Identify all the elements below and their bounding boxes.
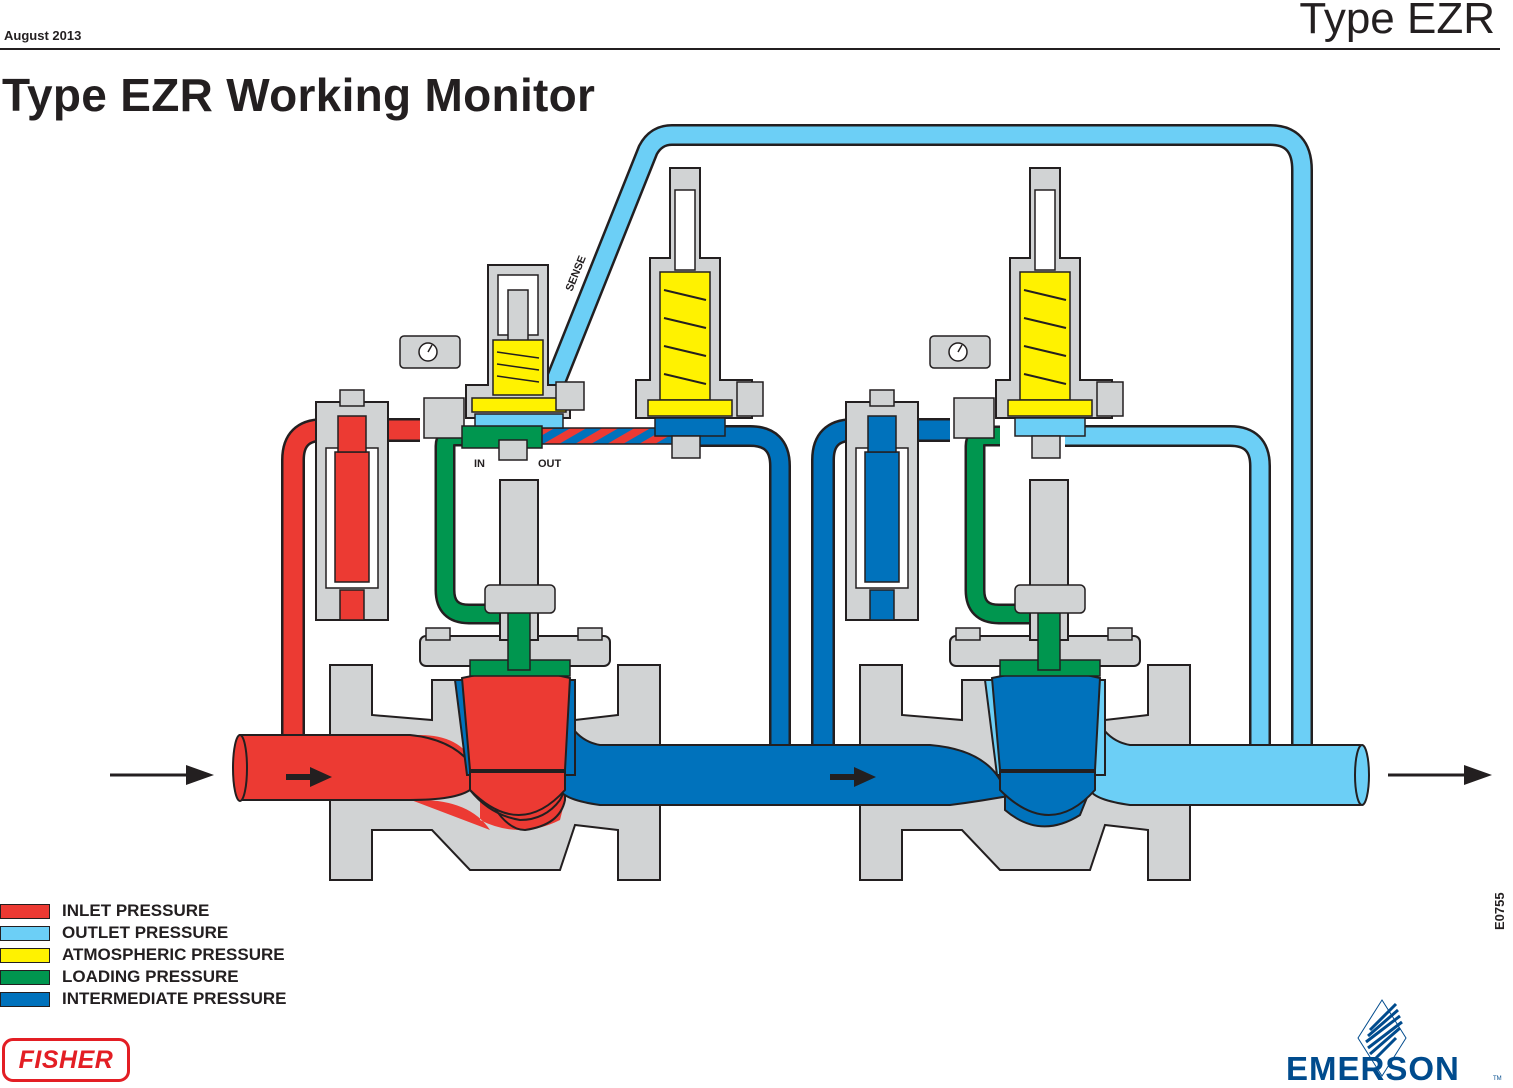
emerson-trademark: TM xyxy=(1493,1076,1502,1082)
restrictor-2 xyxy=(929,335,995,439)
legend-swatch xyxy=(0,903,50,919)
emerson-logo-text: EMERSON xyxy=(1286,1050,1460,1087)
header-rule xyxy=(0,48,1500,50)
filter-2 xyxy=(845,389,919,621)
outlet-pipe xyxy=(1089,699,1366,806)
figure-id: E0755 xyxy=(1492,892,1507,930)
fisher-logo: FISHER xyxy=(2,1038,130,1082)
legend-label: OUTLET PRESSURE xyxy=(62,923,229,942)
document-type: Type EZR xyxy=(1299,0,1495,43)
working-pilot-2 xyxy=(995,167,1124,459)
legend-item-intermediate: INTERMEDIATE PRESSURE xyxy=(0,988,287,1010)
filter-1 xyxy=(315,389,389,621)
intermediate-line-a xyxy=(690,425,791,745)
pressure-legend: INLET PRESSURE OUTLET PRESSURE ATMOSPHER… xyxy=(0,900,287,1010)
legend-label: INTERMEDIATE PRESSURE xyxy=(62,989,287,1008)
legend-label: LOADING PRESSURE xyxy=(62,967,239,986)
inner-flow-arrow-2 xyxy=(830,767,876,787)
main-valve-2 xyxy=(983,479,1106,816)
restrictor-1 xyxy=(399,335,465,439)
legend-swatch xyxy=(0,991,50,1007)
main-valve-1 xyxy=(453,479,576,816)
legend-swatch xyxy=(0,947,50,963)
legend-label: INLET PRESSURE xyxy=(62,901,210,920)
legend-swatch xyxy=(0,969,50,985)
legend-item-loading: LOADING PRESSURE xyxy=(0,966,287,988)
intermediate-pipe xyxy=(559,699,1091,828)
legend-item-atmospheric: ATMOSPHERIC PRESSURE xyxy=(0,944,287,966)
working-pilot-1 xyxy=(635,167,764,459)
monitor-pilot: IN OUT xyxy=(461,264,585,470)
fisher-logo-text: FISHER xyxy=(18,1045,114,1074)
inner-flow-arrow-1 xyxy=(286,767,332,787)
issue-date: August 2013 xyxy=(4,28,82,43)
legend-item-outlet: OUTLET PRESSURE xyxy=(0,922,287,944)
inlet-flow-arrow xyxy=(110,765,214,785)
page-title: Type EZR Working Monitor xyxy=(2,69,596,121)
outlet-flow-arrow xyxy=(1388,765,1492,785)
legend-swatch xyxy=(0,925,50,941)
emerson-mark-icon xyxy=(1357,999,1407,1077)
legend-label: ATMOSPHERIC PRESSURE xyxy=(62,945,285,964)
pilot-out-label: OUT xyxy=(538,458,562,470)
pilot-in-label: IN xyxy=(474,458,485,470)
legend-item-inlet: INLET PRESSURE xyxy=(0,900,287,922)
